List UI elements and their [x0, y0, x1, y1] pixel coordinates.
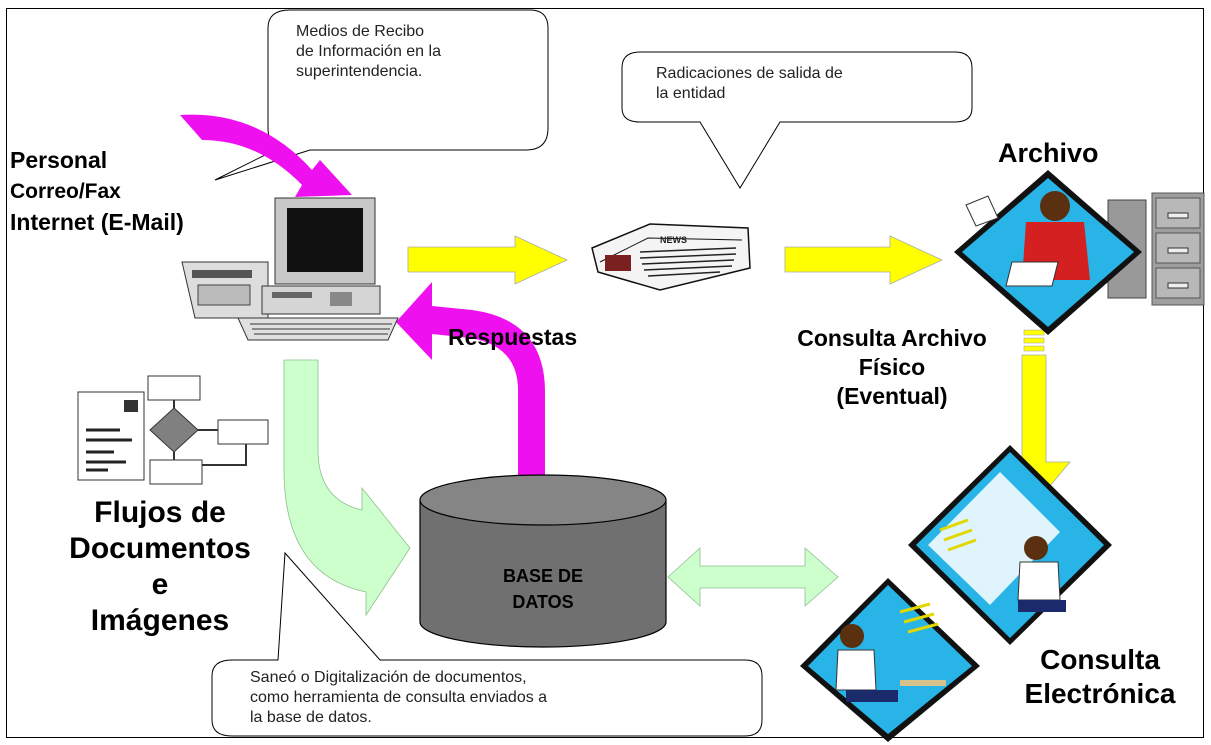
callout-saneo-line: Saneó o Digitalización de documentos, [250, 669, 527, 686]
respuestas-magenta-arrow-shape [396, 282, 545, 490]
callout-recibo-line: de Información en la [296, 43, 441, 60]
yellow-arrow-to-newspaper [407, 235, 568, 285]
label-flujos: Flujos de Documentos e Imágenes [40, 495, 280, 639]
database-cylinder-icon [419, 474, 667, 648]
diagram-frame [6, 8, 1204, 738]
green-double-arrow [667, 547, 839, 607]
archive-clerk-icon [954, 170, 1147, 335]
callout-bubble-saneo [211, 551, 763, 737]
computer-user-icon [800, 445, 1112, 742]
label-consulta-archivo-line: Físico [858, 353, 926, 380]
incoming-magenta-arrow [180, 114, 352, 197]
label-archivo: Archivo [998, 138, 1099, 168]
label-flujos-line: Imágenes [90, 604, 230, 637]
callout-radicaciones-line: la entidad [656, 85, 726, 102]
label-base-datos: BASE DE DATOS [440, 563, 646, 615]
callout-recibo-text: Medios de Recibo de Información en la su… [296, 22, 441, 82]
label-flujos-line: e [151, 568, 169, 601]
callout-bubble-radicaciones [621, 51, 973, 189]
callout-radicaciones-line: Radicaciones de salida de [656, 65, 843, 82]
callout-recibo-line: superintendencia. [296, 63, 423, 80]
desktop-computer-icon [181, 197, 399, 341]
label-consulta-electronica: Consulta Electrónica [1000, 643, 1200, 710]
callout-saneo-line: como herramienta de consulta enviados a [250, 689, 548, 706]
filing-cabinet-icon [1151, 192, 1205, 306]
green-curved-arrow [283, 359, 411, 617]
label-consulta-electronica-line: Consulta [1040, 644, 1160, 675]
callout-bubble-recibo [214, 9, 549, 181]
label-flujos-line: Flujos de [94, 496, 226, 529]
newspaper-icon: NEWS [591, 223, 751, 291]
callout-radicaciones-text: Radicaciones de salida de la entidad [656, 64, 843, 104]
label-base-datos-line: BASE DE [502, 566, 583, 586]
callout-recibo-line: Medios de Recibo [296, 23, 425, 40]
flowchart-document-icon [77, 375, 269, 485]
label-personal: Personal [10, 147, 108, 173]
yellow-arrow-to-archive [784, 235, 943, 285]
label-consulta-electronica-line: Electrónica [1024, 677, 1176, 709]
callout-saneo-text: Saneó o Digitalización de documentos, co… [250, 668, 547, 728]
label-correo-fax: Correo/Fax [10, 180, 121, 203]
label-base-datos-line: DATOS [512, 592, 574, 613]
svg-text:NEWS: NEWS [660, 235, 687, 245]
label-consulta-archivo: Consulta Archivo Físico (Eventual) [752, 324, 1032, 410]
label-consulta-archivo-line: (Eventual) [836, 382, 948, 409]
label-flujos-line: Documentos [69, 532, 251, 565]
label-consulta-archivo-line: Consulta Archivo [797, 325, 987, 351]
label-internet: Internet (E-Mail) [10, 209, 184, 235]
label-respuestas: Respuestas [448, 324, 578, 350]
callout-saneo-line: la base de datos. [250, 709, 372, 726]
